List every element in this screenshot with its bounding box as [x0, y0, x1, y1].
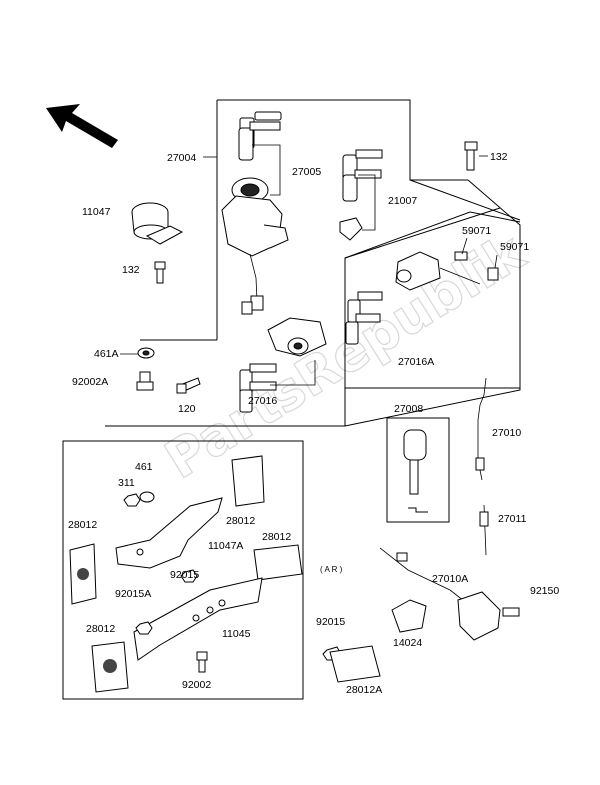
- label-ar: ( A R ): [320, 565, 343, 574]
- reflector-28012-d: [91, 641, 129, 693]
- direction-arrow-icon: [46, 104, 118, 148]
- label-132-top: 132: [490, 151, 508, 163]
- reflector-28012-b: [69, 543, 97, 605]
- ignition-switch: [221, 111, 289, 315]
- washer-461A: [137, 347, 155, 359]
- label-132-left: 132: [122, 264, 140, 276]
- bolt-120: [176, 377, 201, 394]
- bolt-92002: [196, 651, 208, 673]
- label-28012-d: 28012: [86, 623, 115, 635]
- washer-461: [139, 491, 155, 503]
- label-27008: 27008: [394, 403, 423, 415]
- label-27010A: 27010A: [432, 573, 468, 585]
- label-27011: 27011: [498, 513, 527, 525]
- label-92002: 92002: [182, 679, 211, 691]
- label-92150: 92150: [530, 585, 559, 597]
- reflector-28012-c: [253, 544, 303, 581]
- upper-frame: [105, 99, 521, 427]
- label-11047: 11047: [82, 206, 111, 218]
- keys-21007: [339, 149, 383, 241]
- label-92015A: 92015A: [115, 588, 151, 600]
- label-21007: 21007: [388, 195, 417, 207]
- label-461A: 461A: [94, 348, 119, 360]
- lock-set-frame: [344, 179, 521, 389]
- label-28012A: 28012A: [346, 684, 382, 696]
- label-92015-lower: 92015: [316, 616, 345, 628]
- label-92015: 92015: [170, 569, 199, 581]
- lock-set-27016A: [345, 237, 499, 345]
- bracket-11045: [133, 577, 263, 661]
- nut-92015: [180, 569, 198, 583]
- label-11045: 11045: [222, 628, 251, 640]
- label-59071-a: 59071: [462, 225, 491, 237]
- watermark: PartsRepublik: [155, 222, 536, 491]
- nut-311: [123, 493, 141, 507]
- bolt-132-left: [154, 261, 166, 284]
- label-27005: 27005: [292, 166, 321, 178]
- wire-27010A: [379, 547, 520, 641]
- card-27008: [386, 417, 450, 523]
- label-120: 120: [178, 403, 196, 415]
- label-27016: 27016: [248, 395, 277, 407]
- label-27010: 27010: [492, 427, 521, 439]
- label-59071-b: 59071: [500, 241, 529, 253]
- label-28012-b: 28012: [68, 519, 97, 531]
- label-28012-a: 28012: [226, 515, 255, 527]
- reflector-28012A: [329, 645, 381, 683]
- seat-lock-27016: [239, 317, 327, 413]
- bracket-11047A: [115, 497, 223, 569]
- label-461: 461: [135, 461, 153, 473]
- label-27016A: 27016A: [398, 356, 434, 368]
- band-11047: [131, 202, 184, 245]
- label-27004: 27004: [167, 152, 196, 164]
- bolt-132-top: [464, 141, 488, 171]
- nut-92015A: [135, 621, 153, 635]
- label-92002A: 92002A: [72, 376, 108, 388]
- part-27011: [479, 504, 489, 556]
- label-14024: 14024: [393, 637, 422, 649]
- bolt-92002A: [136, 371, 154, 391]
- label-28012-c: 28012: [262, 531, 291, 543]
- label-11047A: 11047A: [208, 540, 243, 552]
- cover-14024: [391, 599, 427, 633]
- reflector-28012-a: [231, 455, 265, 507]
- label-311: 311: [118, 477, 135, 489]
- wire-27010: [475, 377, 487, 481]
